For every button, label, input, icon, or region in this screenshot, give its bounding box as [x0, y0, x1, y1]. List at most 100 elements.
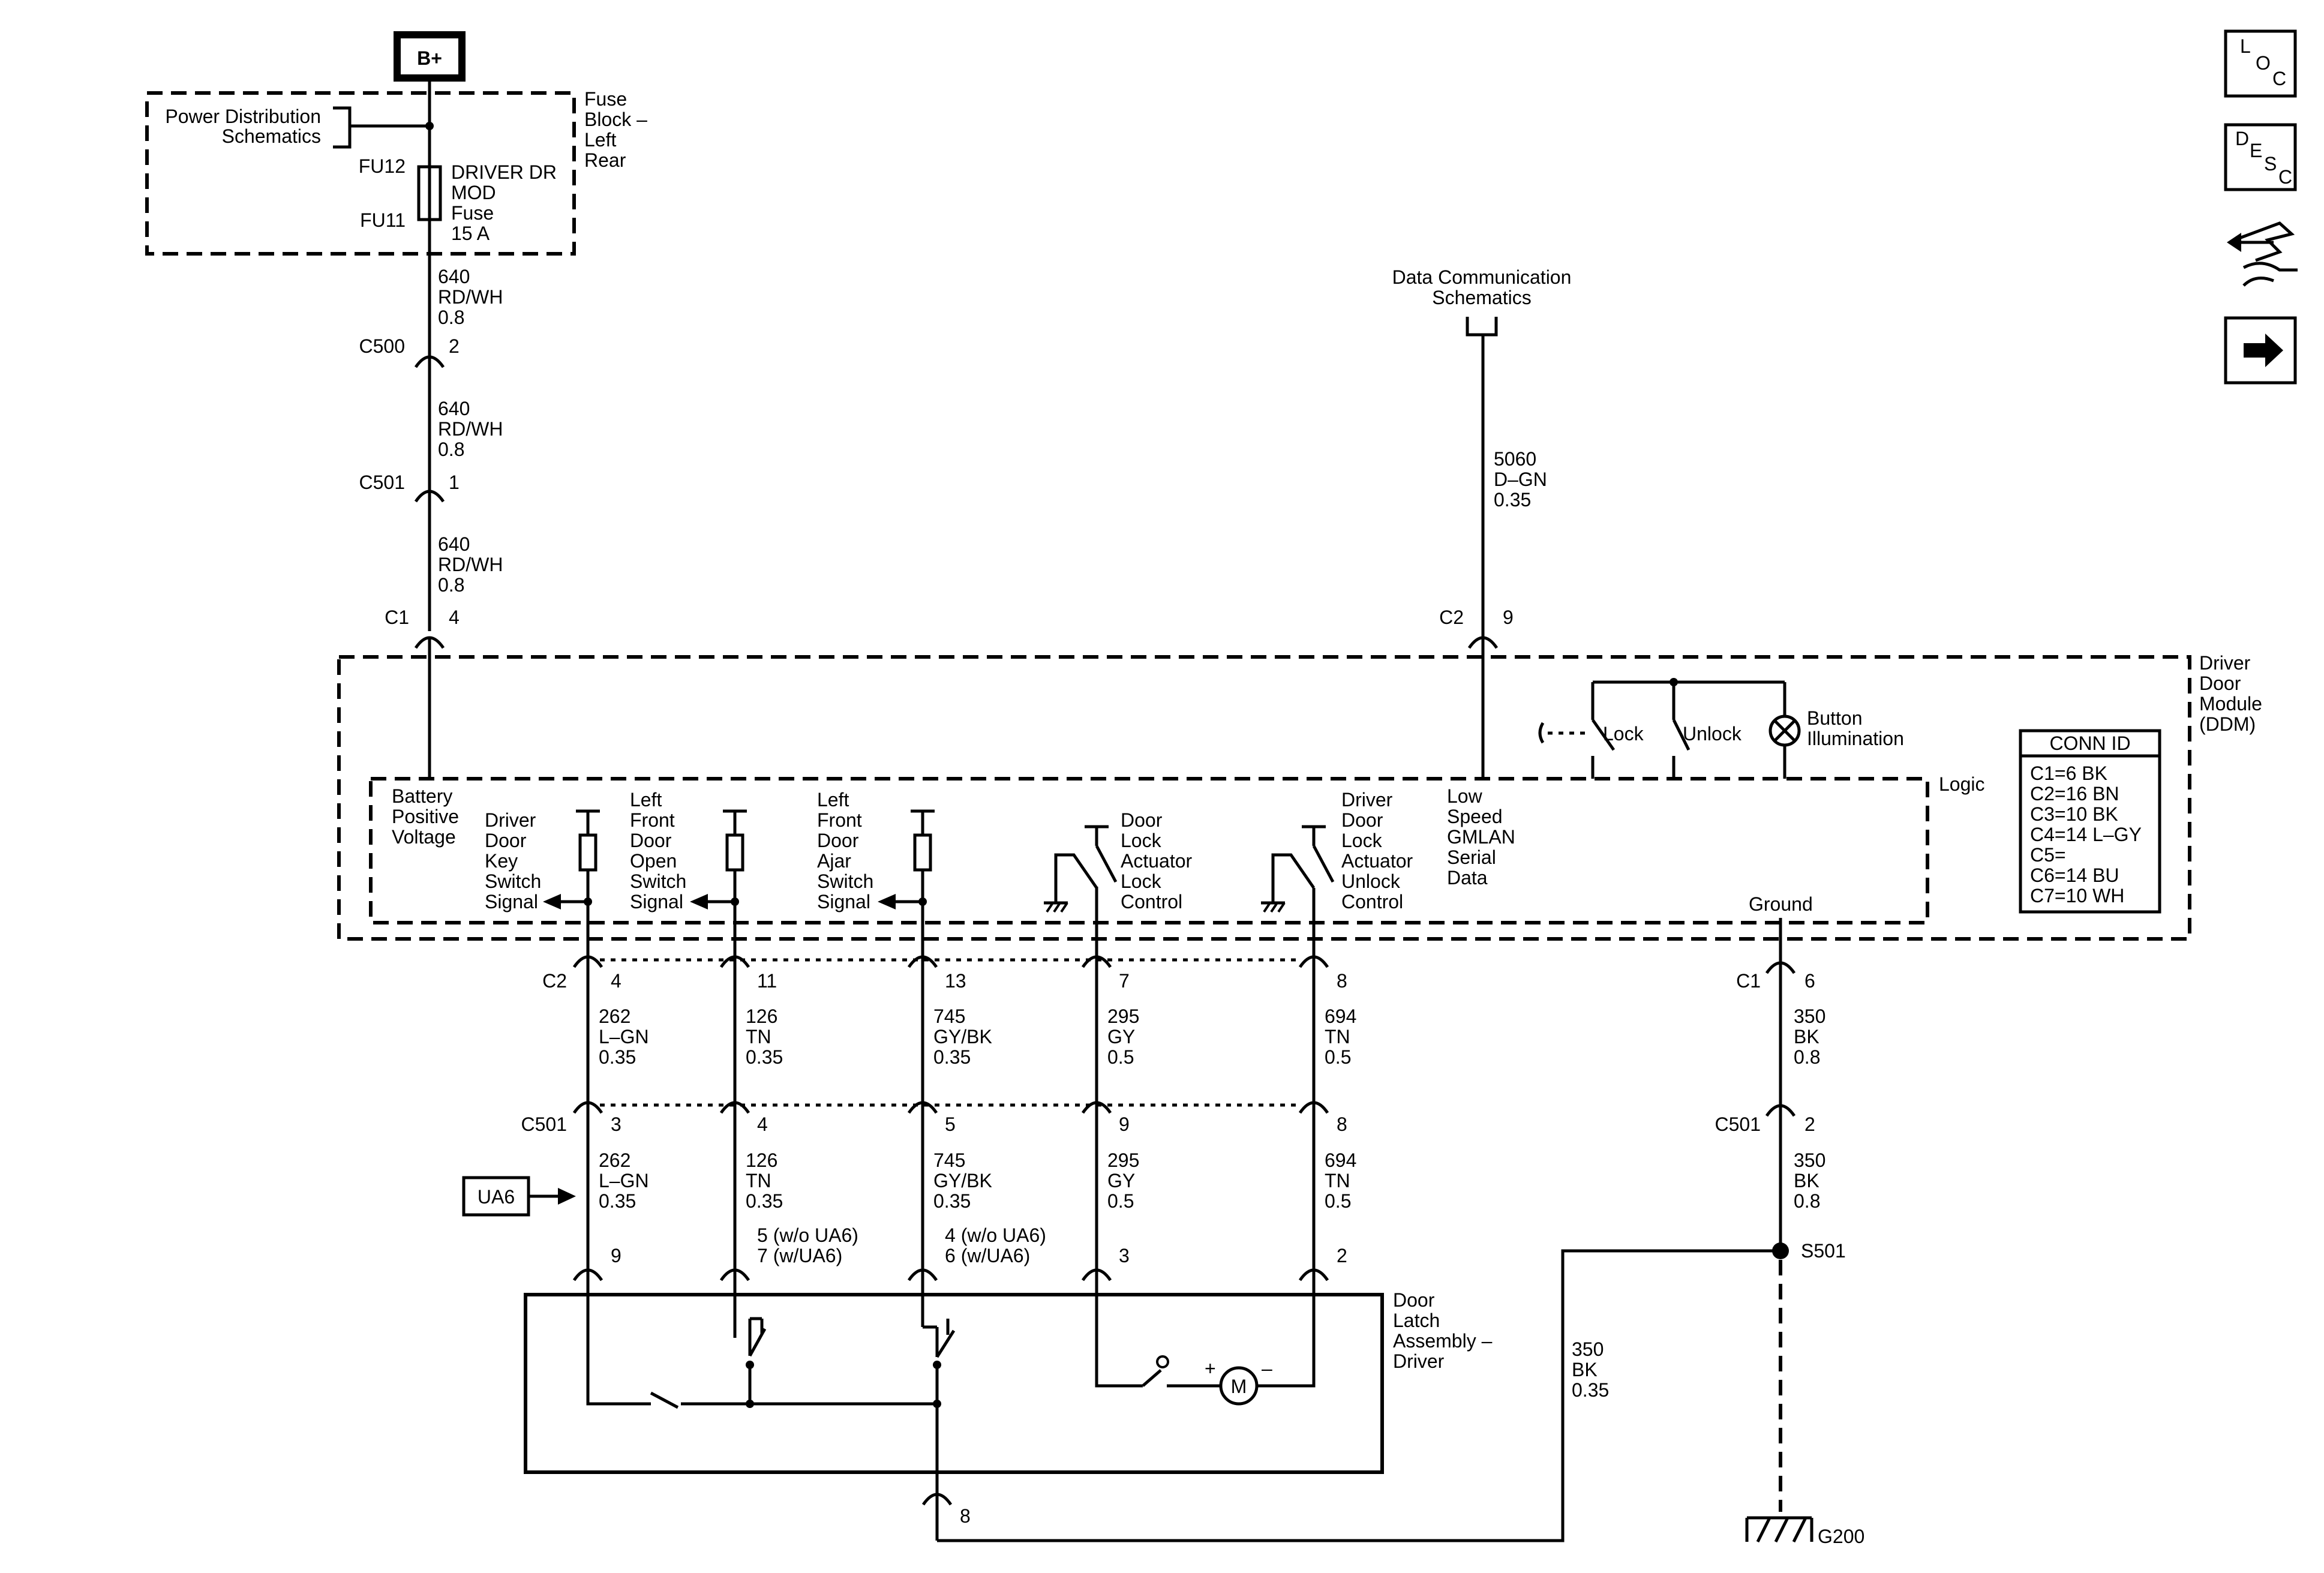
svg-text:262: 262: [599, 1005, 630, 1027]
svg-text:15 A: 15 A: [451, 223, 490, 244]
svg-text:0.35: 0.35: [933, 1046, 971, 1068]
next-arrow-icon[interactable]: [2224, 316, 2297, 385]
svg-text:C2: C2: [1439, 607, 1464, 628]
svg-text:S: S: [2264, 153, 2277, 175]
circuit-column-3: 13 745 GY/BK 0.35 5 745 GY/BK 0.35 4 (w/…: [907, 955, 1046, 1284]
svg-text:CONN ID: CONN ID: [2049, 733, 2130, 754]
svg-text:C1: C1: [385, 607, 409, 628]
svg-text:694: 694: [1325, 1005, 1356, 1027]
svg-text:TN: TN: [1325, 1170, 1350, 1191]
connector-end-view-icon[interactable]: [2227, 221, 2298, 287]
svg-text:0.35: 0.35: [1494, 489, 1531, 511]
door-latch-assembly: [524, 1293, 1384, 1474]
svg-text:BK: BK: [1794, 1170, 1819, 1191]
illumination-label: Button Illumination: [1807, 707, 1904, 749]
svg-text:Unlock: Unlock: [1341, 870, 1401, 892]
svg-text:6: 6: [1804, 970, 1815, 992]
data-communication-link[interactable]: Data Communication Schematics: [1392, 266, 1572, 308]
svg-text:TN: TN: [746, 1170, 771, 1191]
label-open-switch: Left Front Door Open Switch Signal: [630, 789, 686, 912]
svg-text:UA6: UA6: [478, 1186, 515, 1208]
lock-label: Lock: [1603, 723, 1644, 745]
svg-text:C501: C501: [359, 472, 406, 493]
svg-text:Door: Door: [1341, 809, 1383, 831]
svg-text:745: 745: [933, 1005, 965, 1027]
latch-internal-switches: + –: [586, 1284, 1316, 1541]
svg-text:0.8: 0.8: [438, 439, 464, 460]
svg-text:Button: Button: [1807, 707, 1863, 729]
svg-text:Lock: Lock: [1121, 830, 1162, 851]
circuit-column-5: 8 694 TN 0.5 8 694 TN 0.5 2: [1298, 955, 1356, 1284]
svg-text:C: C: [2272, 68, 2286, 89]
svg-text:0.8: 0.8: [438, 307, 464, 328]
svg-text:0.35: 0.35: [1572, 1379, 1609, 1401]
power-distribution-link[interactable]: Power Distribution Schematics: [165, 106, 321, 147]
label-ground: Ground: [1749, 893, 1813, 915]
svg-text:Driver: Driver: [485, 809, 536, 831]
svg-text:4: 4: [449, 607, 460, 628]
svg-text:Driver: Driver: [1341, 789, 1393, 810]
circuit-column-4: 7 295 GY 0.5 9 295 GY 0.5 3: [1081, 955, 1139, 1284]
svg-text:C4=14 L–GY: C4=14 L–GY: [2030, 824, 2142, 845]
svg-text:2: 2: [1804, 1113, 1815, 1135]
svg-text:0.8: 0.8: [1794, 1046, 1820, 1068]
svg-text:Positive: Positive: [392, 806, 459, 827]
svg-text:0.35: 0.35: [599, 1046, 636, 1068]
svg-text:GMLAN: GMLAN: [1447, 826, 1515, 848]
svg-text:BK: BK: [1794, 1026, 1819, 1047]
latch-label: Door Latch Assembly – Driver: [1393, 1289, 1493, 1372]
feed-wire-label-2: 640 RD/WH 0.8: [438, 398, 503, 460]
svg-text:7 (w/UA6): 7 (w/UA6): [757, 1245, 842, 1266]
svg-text:0.5: 0.5: [1325, 1046, 1351, 1068]
svg-text:Switch: Switch: [817, 870, 873, 892]
svg-text:295: 295: [1107, 1005, 1139, 1027]
svg-text:640: 640: [438, 266, 470, 287]
svg-text:Assembly –: Assembly –: [1393, 1330, 1493, 1352]
svg-text:(DDM): (DDM): [2199, 713, 2256, 735]
svg-text:0.35: 0.35: [746, 1046, 783, 1068]
svg-text:GY/BK: GY/BK: [933, 1026, 992, 1047]
svg-text:126: 126: [746, 1149, 777, 1171]
svg-text:RD/WH: RD/WH: [438, 418, 503, 440]
svg-text:Driver: Driver: [2199, 652, 2251, 674]
svg-text:C5=: C5=: [2030, 844, 2066, 866]
svg-text:O: O: [2256, 52, 2271, 74]
svg-text:Low: Low: [1447, 785, 1483, 807]
lock-unlock-switches: Lock Unlock: [1538, 678, 1786, 779]
svg-text:262: 262: [599, 1149, 630, 1171]
svg-text:L: L: [2240, 35, 2251, 57]
unlock-relay-output: [1261, 825, 1335, 960]
logic-outline: [369, 777, 1929, 924]
label-lock-control: Door Lock Actuator Lock Control: [1121, 809, 1193, 912]
battery-label: B+: [417, 47, 442, 69]
svg-text:Lock: Lock: [1121, 870, 1162, 892]
svg-text:8: 8: [1337, 970, 1347, 992]
svg-text:C1=6 BK: C1=6 BK: [2030, 763, 2107, 784]
svg-text:Door: Door: [485, 830, 527, 851]
svg-text:S501: S501: [1801, 1240, 1846, 1262]
svg-text:Fuse: Fuse: [451, 202, 494, 224]
svg-text:Door: Door: [2199, 673, 2241, 694]
svg-text:Lock: Lock: [1341, 830, 1383, 851]
svg-text:4: 4: [757, 1113, 768, 1135]
svg-text:Driver: Driver: [1393, 1350, 1445, 1372]
svg-text:640: 640: [438, 533, 470, 555]
ground-g200-icon: [1745, 1516, 1813, 1543]
svg-text:Signal: Signal: [817, 891, 870, 912]
svg-text:Fuse: Fuse: [584, 88, 627, 110]
svg-text:C3=10 BK: C3=10 BK: [2030, 803, 2118, 825]
connector-c501-feed: C501 1: [359, 472, 460, 503]
svg-text:Left: Left: [817, 789, 849, 810]
loc-icon[interactable]: L O C: [2224, 29, 2297, 98]
ua6-reference-link[interactable]: UA6: [462, 1176, 576, 1217]
svg-text:TN: TN: [1325, 1026, 1350, 1047]
svg-text:Left: Left: [584, 129, 616, 151]
svg-text:D–GN: D–GN: [1494, 469, 1547, 490]
fuse-terminal-bottom: FU11: [360, 209, 406, 231]
svg-text:Open: Open: [630, 850, 677, 872]
svg-text:6 (w/UA6): 6 (w/UA6): [945, 1245, 1030, 1266]
desc-icon[interactable]: D E S C: [2224, 123, 2297, 191]
svg-text:Illumination: Illumination: [1807, 728, 1904, 749]
svg-text:694: 694: [1325, 1149, 1356, 1171]
data-comm-wire-label: 5060 D–GN 0.35: [1494, 448, 1547, 511]
